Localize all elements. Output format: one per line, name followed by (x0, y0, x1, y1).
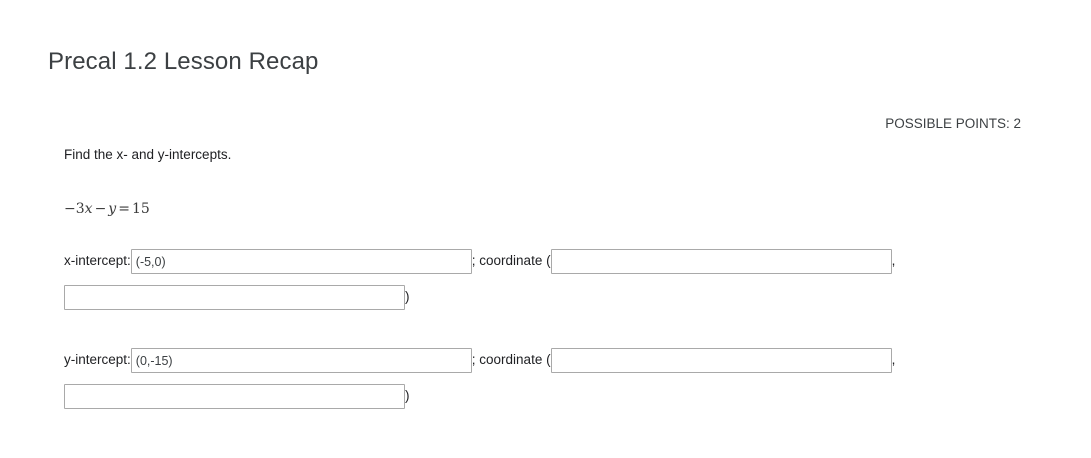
question-prompt: Find the x- and y-intercepts. (64, 147, 232, 162)
page-title: Precal 1.2 Lesson Recap (48, 48, 319, 75)
question-body: Find the x- and y-intercepts. −3x−y=15 x… (64, 146, 1044, 409)
equation-equals-sign: = (118, 201, 130, 217)
y-intercept-input[interactable] (130, 348, 472, 373)
x-intercept-coordinate-y-input[interactable] (64, 285, 405, 310)
x-intercept-coordinate-comma: , (891, 253, 896, 269)
possible-points-label: POSSIBLE POINTS: 2 (885, 116, 1021, 131)
equation-result: 15 (131, 201, 150, 217)
y-intercept-close-paren: ) (405, 388, 410, 404)
y-intercept-coordinate-y-input[interactable] (64, 384, 405, 409)
y-intercept-row: y-intercept: ; coordinate (, ) (64, 348, 1044, 409)
equation-variable-x: x (84, 201, 93, 217)
y-intercept-coordinate-comma: , (891, 352, 896, 368)
x-intercept-input[interactable] (130, 249, 472, 274)
equation-coefficient: 3 (75, 201, 85, 217)
x-intercept-close-paren: ) (405, 289, 410, 305)
x-intercept-coordinate-x-input[interactable] (550, 249, 892, 274)
y-intercept-wrap-line: ) (64, 384, 1044, 409)
equation-operator: − (94, 201, 107, 217)
y-intercept-coordinate-separator: ; coordinate ( (471, 352, 551, 368)
equation-variable-y: y (108, 201, 117, 217)
equation-display: −3x−y=15 (64, 200, 1044, 218)
x-intercept-label: x-intercept: (64, 253, 131, 269)
x-intercept-row: x-intercept: ; coordinate (, ) (64, 249, 1044, 310)
x-intercept-wrap-line: ) (64, 285, 1044, 310)
x-intercept-coordinate-separator: ; coordinate ( (471, 253, 551, 269)
y-intercept-coordinate-x-input[interactable] (550, 348, 892, 373)
equation-term1-sign: − (64, 201, 76, 217)
y-intercept-label: y-intercept: (64, 352, 131, 368)
